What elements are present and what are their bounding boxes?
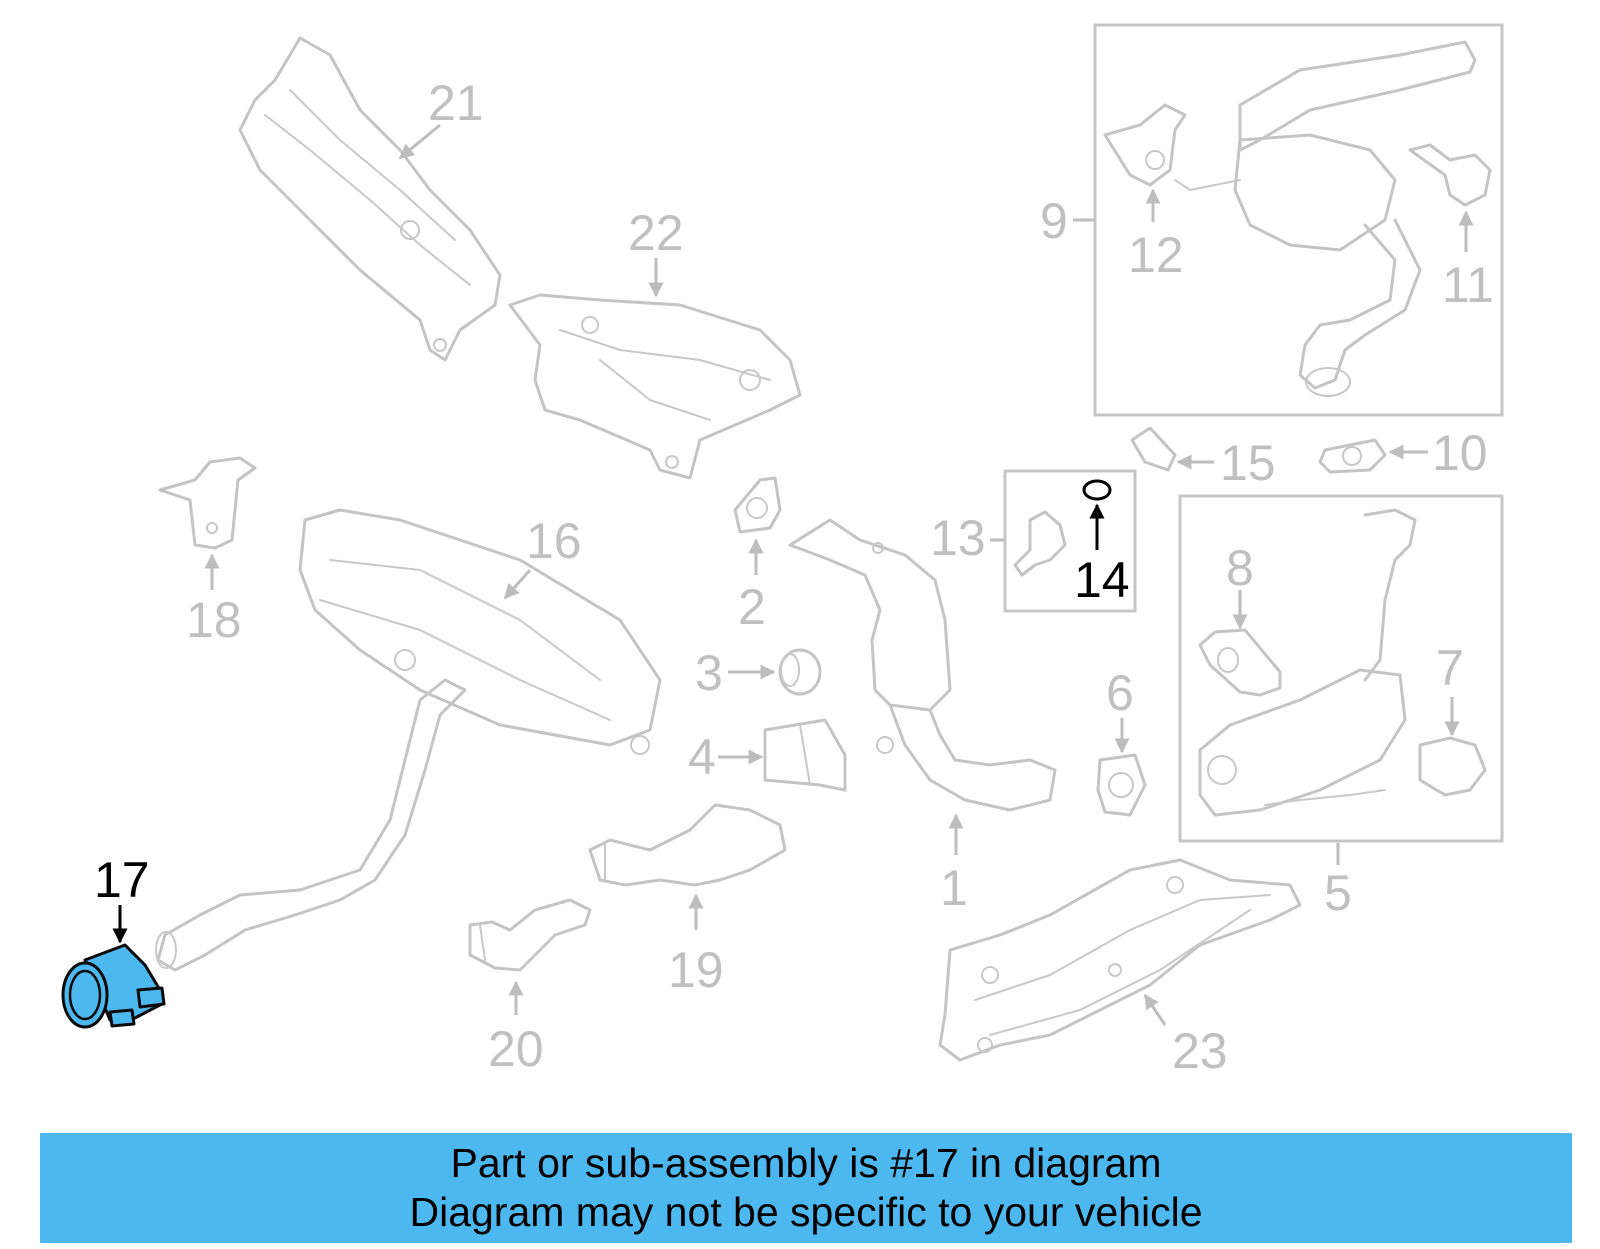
part-18-bracket[interactable]	[158, 456, 257, 550]
callout-15: 15	[1220, 435, 1276, 491]
info-banner: Part or sub-assembly is #17 in diagram D…	[40, 1133, 1572, 1243]
callout-4: 4	[688, 729, 716, 785]
part-1-front-pipe[interactable]	[788, 518, 1057, 812]
callout-5: 5	[1324, 865, 1352, 921]
leader-21	[398, 123, 441, 160]
callout-11: 11	[1442, 257, 1494, 313]
callout-2: 2	[738, 579, 766, 635]
part-23-heat-shield[interactable]	[938, 858, 1302, 1062]
part-10-gasket[interactable]	[1318, 438, 1387, 474]
part-17-clamp[interactable]	[61, 943, 166, 1029]
callout-10: 10	[1432, 425, 1488, 481]
part-22-heat-shield[interactable]	[508, 293, 802, 480]
part-16-muffler[interactable]	[155, 508, 662, 972]
part-6-gasket[interactable]	[1096, 753, 1147, 817]
callout-21: 21	[428, 75, 484, 131]
callout-20: 20	[488, 1021, 544, 1077]
callout-13: 13	[930, 510, 986, 566]
part-5-converter-group[interactable]	[1178, 494, 1504, 843]
leader-16	[503, 569, 532, 600]
part-15-gasket[interactable]	[1130, 426, 1177, 472]
callout-19: 19	[668, 942, 724, 998]
callout-22: 22	[628, 205, 684, 261]
banner-line-1: Part or sub-assembly is #17 in diagram	[450, 1140, 1162, 1186]
callout-14: 14	[1074, 552, 1130, 608]
leader-23	[1143, 993, 1167, 1026]
callout-7: 7	[1436, 640, 1464, 696]
part-20-hose[interactable]	[468, 898, 592, 972]
part-9-rear-muffler-group[interactable]	[1093, 23, 1504, 417]
part-2-gasket[interactable]	[733, 476, 782, 534]
part-19-pipe[interactable]	[588, 803, 787, 887]
callout-23: 23	[1172, 1023, 1228, 1079]
banner-line-2: Diagram may not be specific to your vehi…	[409, 1189, 1203, 1235]
part-4-bracket[interactable]	[763, 718, 847, 792]
callout-18: 18	[186, 592, 242, 648]
part-3-hanger[interactable]	[778, 648, 822, 696]
callout-12: 12	[1128, 227, 1184, 283]
callout-1: 1	[940, 860, 968, 916]
callout-9: 9	[1040, 193, 1068, 249]
callout-8: 8	[1226, 540, 1254, 596]
callout-6: 6	[1106, 665, 1134, 721]
part-14-o-ring[interactable]	[1082, 479, 1112, 501]
callout-17: 17	[94, 852, 150, 908]
callout-3: 3	[695, 645, 723, 701]
callout-16: 16	[526, 513, 582, 569]
